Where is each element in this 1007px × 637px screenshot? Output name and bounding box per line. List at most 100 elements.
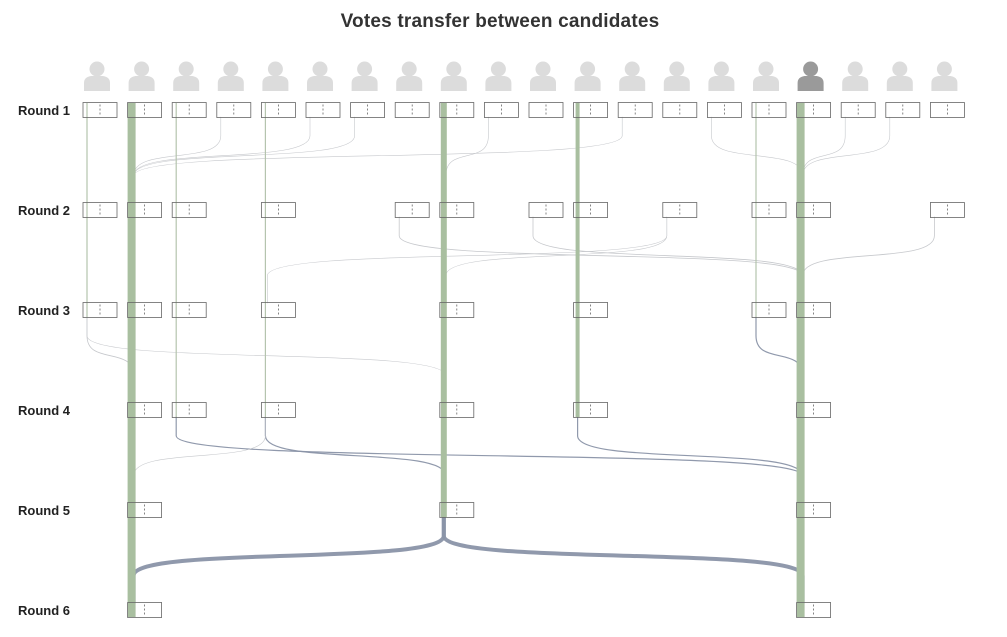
round-label: Round 2: [18, 203, 70, 218]
candidate-vote-box: [350, 102, 386, 118]
retained-vote-bar: [86, 103, 88, 317]
transfer-flow: [133, 416, 266, 504]
vote-box-frame: [439, 402, 475, 418]
transfer-flow: [175, 416, 804, 504]
vote-box-frame: [930, 202, 965, 218]
candidate-avatar-icon: [708, 61, 735, 91]
candidate-vote-box: [127, 302, 162, 318]
vote-box-frame: [439, 502, 475, 518]
avatar-body: [351, 76, 378, 91]
candidate-avatar-icon: [173, 61, 200, 91]
round-label: Round 4: [18, 403, 71, 418]
candidate-vote-box: [796, 302, 831, 318]
candidate-vote-box: [662, 202, 698, 218]
vote-box-frame: [662, 202, 698, 218]
avatar-head: [624, 61, 640, 77]
vote-box-frame: [751, 102, 787, 118]
candidate-avatar-icon: [931, 61, 958, 91]
vote-box-frame: [260, 402, 296, 418]
avatar-head: [936, 61, 952, 77]
candidate-avatar-icon: [574, 61, 601, 91]
candidate-vote-box: [796, 202, 831, 218]
candidate-avatar-icon: [485, 61, 512, 91]
transfer-flow: [133, 116, 355, 204]
avatar-head: [758, 61, 774, 77]
candidate-vote-box: [796, 102, 831, 118]
candidate-vote-box: [260, 102, 296, 118]
retained-vote-bar: [127, 103, 136, 617]
transfer-flow: [267, 216, 668, 304]
vote-box-frame: [127, 202, 162, 218]
candidate-avatar-icon: [351, 61, 378, 91]
retained-vote-bar: [264, 103, 266, 417]
avatar-body: [931, 76, 958, 91]
candidate-vote-box: [707, 102, 742, 118]
candidate-vote-box: [260, 302, 296, 318]
candidate-avatar-icon: [797, 61, 824, 91]
vote-box-frame: [707, 102, 742, 118]
candidate-avatar-icon: [753, 61, 779, 91]
transfer-flow: [802, 116, 891, 204]
avatar-body: [530, 76, 556, 91]
candidate-vote-box: [216, 102, 252, 118]
avatar-body: [574, 76, 601, 91]
candidate-vote-box: [260, 402, 296, 418]
candidate-vote-box: [127, 502, 162, 518]
avatar-head: [357, 61, 373, 77]
candidate-vote-box: [127, 602, 162, 618]
candidate-vote-box: [751, 202, 787, 218]
candidate-vote-box: [528, 102, 564, 118]
candidate-vote-box: [82, 202, 118, 218]
candidate-vote-box: [127, 102, 162, 118]
avatar-body: [396, 76, 423, 91]
candidate-vote-box: [751, 302, 787, 318]
transfer-flow: [133, 116, 623, 204]
vote-box-frame: [885, 102, 921, 118]
retained-vote-bar: [440, 103, 447, 517]
avatar-body: [440, 76, 467, 91]
candidate-vote-box: [171, 202, 207, 218]
transfer-flow: [131, 515, 446, 605]
avatar-head: [803, 61, 819, 77]
vote-box-frame: [573, 402, 608, 418]
transfer-flow: [802, 116, 846, 204]
avatar-body: [128, 76, 155, 91]
avatar-body: [842, 76, 869, 91]
candidate-vote-box: [127, 402, 162, 418]
candidate-vote-box: [305, 102, 341, 118]
avatar-head: [89, 61, 105, 77]
vote-box-frame: [216, 102, 252, 118]
candidate-avatar-icon: [84, 61, 110, 91]
transfer-flow: [711, 116, 803, 204]
chart-title: Votes transfer between candidates: [340, 11, 660, 32]
vote-box-frame: [439, 102, 475, 118]
candidate-vote-box: [751, 102, 787, 118]
candidate-vote-box: [796, 402, 831, 418]
transfer-flow: [445, 116, 489, 204]
vote-box-frame: [127, 302, 162, 318]
vote-box-frame: [260, 202, 296, 218]
candidate-avatar-icon: [663, 61, 690, 91]
transfer-flow: [264, 416, 447, 504]
avatar-body: [84, 76, 110, 91]
vote-box-frame: [573, 102, 608, 118]
avatar-head: [267, 61, 283, 77]
candidate-avatar-icon: [440, 61, 467, 91]
vote-box-frame: [127, 402, 162, 418]
transfer-flow: [532, 216, 803, 304]
avatar-body: [485, 76, 512, 91]
candidate-vote-box: [796, 502, 831, 518]
candidate-avatar-icon: [396, 61, 423, 91]
candidate-avatar-icon: [530, 61, 556, 91]
vote-box-frame: [305, 102, 341, 118]
avatar-head: [223, 61, 239, 77]
transfer-flow: [445, 216, 668, 304]
avatar-body: [619, 76, 646, 91]
vote-box-frame: [171, 302, 207, 318]
vote-box-frame: [439, 302, 475, 318]
avatar-body: [307, 76, 333, 91]
candidate-vote-box: [394, 202, 430, 218]
candidate-vote-box: [528, 202, 564, 218]
retained-vote-bar: [755, 103, 757, 317]
